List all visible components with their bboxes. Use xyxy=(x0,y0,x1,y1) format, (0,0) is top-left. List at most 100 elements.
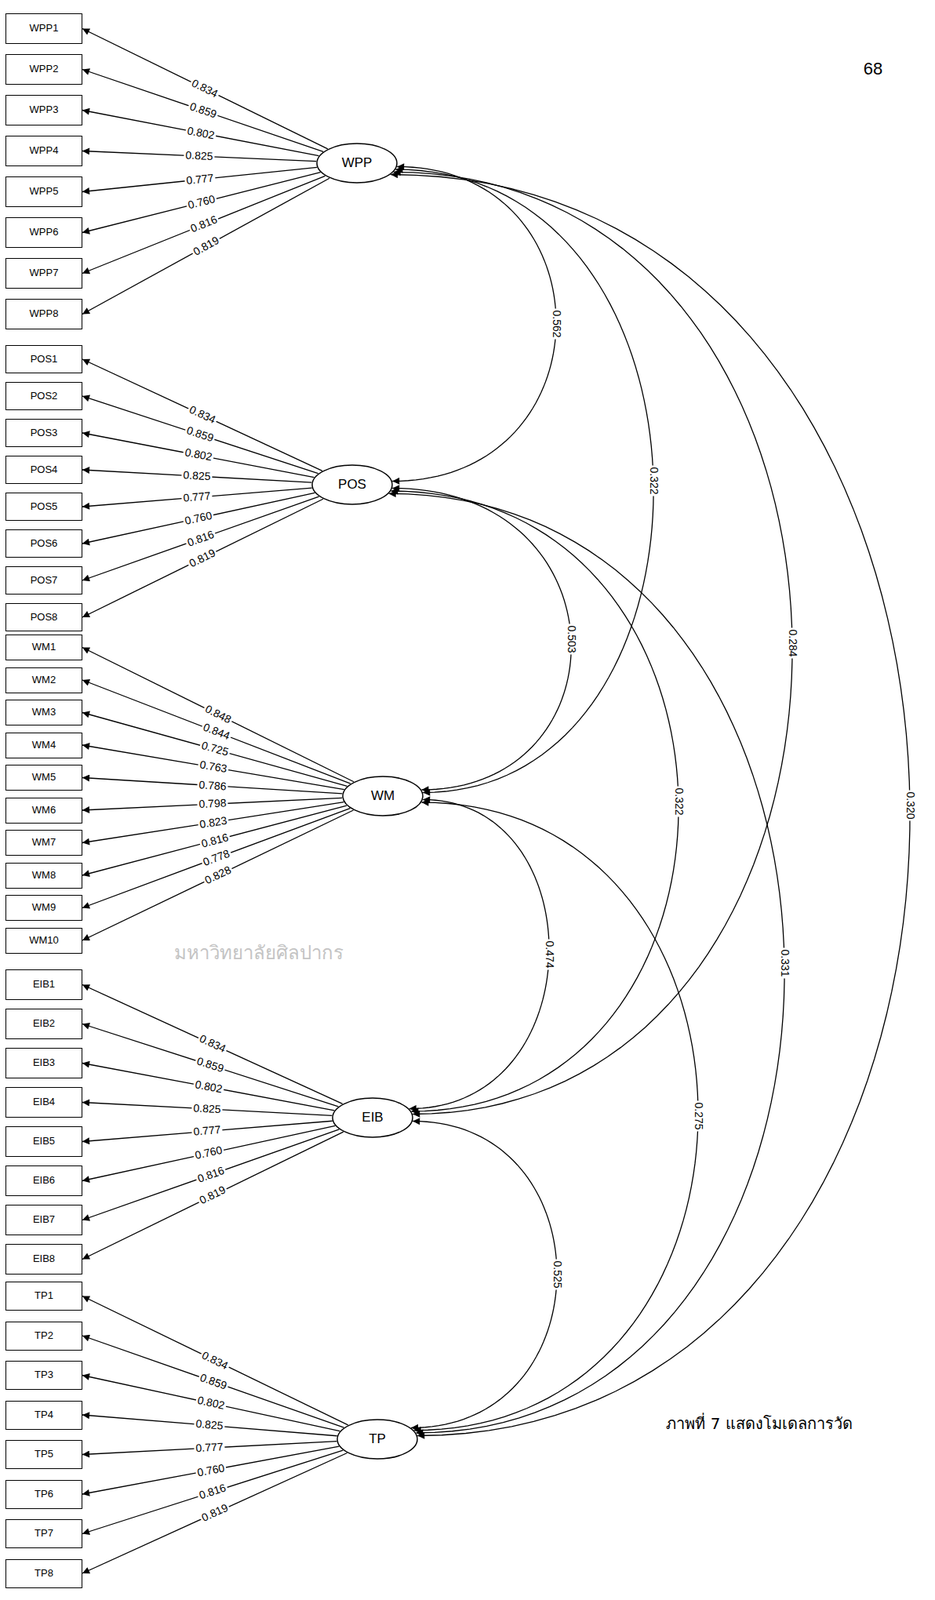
indicator-box: WPP7 xyxy=(5,258,83,289)
loading-label: 0.777 xyxy=(181,490,213,506)
loading-arrow xyxy=(82,1129,340,1221)
indicator-box: WPP2 xyxy=(5,54,83,85)
loading-arrow xyxy=(82,647,354,783)
loading-arrow xyxy=(82,805,347,876)
indicator-box: TP5 xyxy=(5,1440,83,1470)
indicator-box: WM4 xyxy=(5,732,83,759)
correlation-label: 0.275 xyxy=(691,1101,704,1132)
loading-arrow xyxy=(82,810,354,941)
loading-label: 0.834 xyxy=(196,1032,230,1056)
correlation-label: 0.322 xyxy=(647,465,659,497)
indicator-box: TP1 xyxy=(5,1281,83,1311)
indicator-box: POS3 xyxy=(5,418,83,448)
loading-arrow xyxy=(82,1441,337,1456)
loading-label: 0.802 xyxy=(192,1078,225,1096)
loading-label: 0.816 xyxy=(196,1481,230,1503)
loading-arrow xyxy=(82,496,320,581)
correlation-label: 0.525 xyxy=(550,1258,563,1290)
node-label: WM4 xyxy=(32,739,56,752)
covariance-arc xyxy=(395,169,654,793)
node-label: WM1 xyxy=(32,641,56,654)
indicator-box: WPP8 xyxy=(5,298,83,330)
loading-label: 0.777 xyxy=(193,1440,226,1455)
node-label: TP4 xyxy=(34,1409,54,1422)
loading-arrow xyxy=(82,985,343,1105)
loading-label: 0.819 xyxy=(198,1501,232,1525)
loading-arrow xyxy=(82,808,350,909)
page-number: 68 xyxy=(863,58,883,80)
ellipse-shape xyxy=(316,143,397,183)
indicator-box: POS8 xyxy=(5,603,83,632)
correlation-label: 0.562 xyxy=(549,308,562,339)
indicator-box: EIB3 xyxy=(5,1047,83,1079)
indicator-box: WM9 xyxy=(5,894,83,921)
indicator-box: WPP4 xyxy=(5,135,83,167)
indicator-box: EIB4 xyxy=(5,1087,83,1118)
latent-ellipse: TP xyxy=(336,1418,419,1460)
node-label: WM xyxy=(371,788,395,805)
node-label: TP8 xyxy=(34,1568,54,1580)
loading-arrow xyxy=(82,396,319,474)
indicator-box: WM7 xyxy=(5,829,83,856)
loading-label: 0.834 xyxy=(198,1348,232,1373)
node-label: WPP8 xyxy=(29,308,59,321)
node-label: TP xyxy=(368,1431,386,1448)
node-label: TP2 xyxy=(34,1330,54,1343)
indicator-box: WM5 xyxy=(5,764,83,791)
covariance-arc xyxy=(409,800,550,1110)
indicator-box: WM1 xyxy=(5,634,83,661)
indicator-box: POS1 xyxy=(5,345,83,374)
covariance-arc xyxy=(390,491,679,1112)
indicator-box: EIB5 xyxy=(5,1126,83,1157)
node-label: WPP6 xyxy=(29,226,59,239)
loading-label: 0.802 xyxy=(181,446,215,464)
latent-ellipse: POS xyxy=(311,464,393,506)
loading-arrow xyxy=(82,778,342,794)
indicator-box: EIB6 xyxy=(5,1165,83,1197)
loading-label: 0.798 xyxy=(196,797,229,812)
correlation-label: 0.331 xyxy=(778,948,790,979)
loading-arrow xyxy=(82,1335,344,1428)
loading-arrow xyxy=(82,29,328,150)
loading-arrow xyxy=(82,1024,339,1107)
loading-label: 0.802 xyxy=(184,123,217,142)
node-label: EIB5 xyxy=(32,1135,55,1148)
indicator-box: POS2 xyxy=(5,382,83,411)
node-label: POS5 xyxy=(30,501,59,513)
node-label: EIB3 xyxy=(32,1057,55,1070)
covariance-arc xyxy=(390,174,910,1437)
watermark: มหาวิทยาลัยศิลปากร xyxy=(174,942,344,965)
loading-label: 0.859 xyxy=(186,99,220,121)
node-label: TP3 xyxy=(34,1369,54,1382)
loading-arrow xyxy=(82,1120,333,1142)
loading-label: 0.777 xyxy=(191,1124,223,1139)
loading-label: 0.834 xyxy=(185,403,219,427)
node-label: EIB2 xyxy=(32,1018,55,1030)
correlation-label: 0.503 xyxy=(564,623,577,655)
indicator-box: WM2 xyxy=(5,667,83,694)
loading-arrow xyxy=(82,359,323,471)
loading-arrow xyxy=(82,1131,344,1259)
node-label: WPP1 xyxy=(29,22,59,35)
ellipse-shape xyxy=(312,465,393,505)
node-label: WM3 xyxy=(32,706,56,719)
node-label: TP1 xyxy=(34,1290,54,1303)
loading-label: 0.819 xyxy=(196,1183,230,1208)
loading-arrow xyxy=(82,167,317,192)
indicator-box: TP2 xyxy=(5,1321,83,1351)
covariance-arc xyxy=(414,802,699,1431)
loading-arrow xyxy=(82,175,325,273)
node-label: POS2 xyxy=(30,390,59,403)
node-label: POS xyxy=(338,476,367,493)
loading-label: 0.760 xyxy=(194,1461,227,1479)
loading-arrow xyxy=(82,110,319,157)
node-label: EIB1 xyxy=(32,978,55,991)
indicator-box: TP7 xyxy=(5,1519,83,1549)
node-label: WM7 xyxy=(32,836,56,849)
loading-label: 0.834 xyxy=(189,76,222,102)
loading-label: 0.859 xyxy=(196,1371,230,1393)
indicator-box: POS5 xyxy=(5,492,83,521)
indicator-box: POS4 xyxy=(5,455,83,484)
loading-label: 0.763 xyxy=(196,758,230,776)
